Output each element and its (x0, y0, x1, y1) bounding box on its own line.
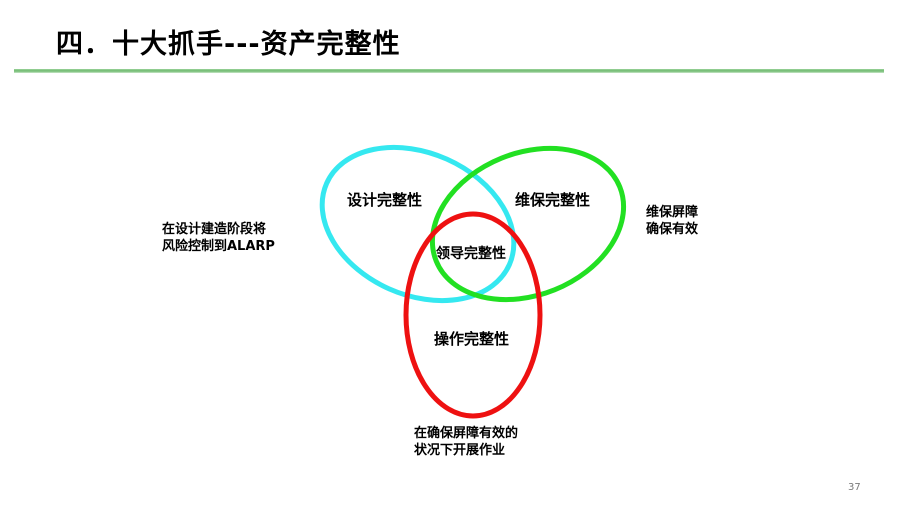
design-note-line-1: 在设计建造阶段将 (162, 222, 267, 237)
page-number: 37 (848, 482, 861, 493)
operations-note-line-1: 在确保屏障有效的 (414, 426, 519, 441)
maintenance-note-line-2: 确保有效 (646, 222, 699, 237)
maintenance-integrity-circle (429, 145, 627, 303)
design-integrity-circle (319, 144, 517, 304)
design-note: 在设计建造阶段将 风险控制到ALARP (162, 221, 275, 255)
page-title: 四．十大抓手---资产完整性 (56, 29, 401, 60)
operations-integrity-label: 操作完整性 (434, 330, 510, 348)
title-divider (14, 69, 884, 73)
maintenance-note: 维保屏障 确保有效 (646, 204, 698, 238)
operations-note: 在确保屏障有效的 状况下开展作业 (414, 425, 518, 459)
design-note-line-2: 风险控制到ALARP (162, 239, 275, 254)
maintenance-integrity-label: 维保完整性 (515, 191, 591, 209)
leadership-integrity-label: 领导完整性 (436, 246, 506, 262)
operations-integrity-circle (403, 211, 543, 419)
maintenance-note-line-1: 维保屏障 (646, 205, 699, 220)
operations-note-line-2: 状况下开展作业 (414, 443, 506, 458)
design-integrity-label: 设计完整性 (347, 191, 423, 209)
